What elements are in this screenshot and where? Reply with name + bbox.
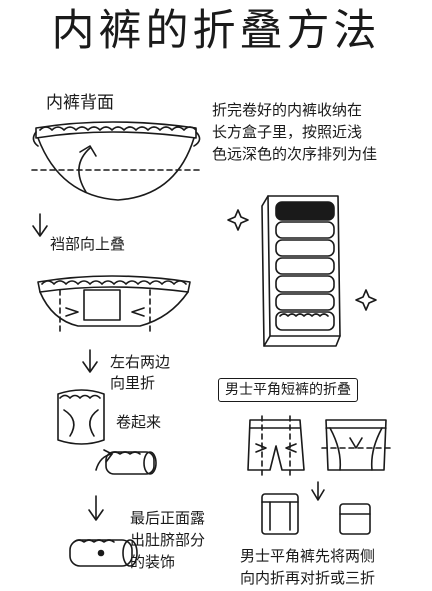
arrow-down-icon	[311, 481, 325, 501]
boxer-heading: 男士平角短裤的折叠	[218, 378, 358, 402]
crotch-fold-label: 裆部向上叠	[50, 235, 126, 253]
boxer-result-drawing	[339, 503, 371, 535]
boxer-line2: 向内折再对折或三折	[240, 569, 376, 587]
arrow-down-icon	[82, 349, 98, 373]
storage-box-drawing	[261, 195, 341, 347]
boxer-result-drawing	[261, 493, 299, 535]
page-title: 内裤的折叠方法	[51, 6, 381, 56]
sides-fold-line2: 向里折	[110, 374, 156, 392]
final-line2: 出肚脐部分	[130, 531, 206, 549]
sparkle-icon	[227, 209, 249, 231]
briefs-back-drawing	[31, 121, 201, 201]
final-line1: 最后正面露	[130, 509, 206, 527]
storage-tip-line2: 长方盒子里，按照近浅	[212, 123, 363, 141]
arrow-down-icon	[32, 213, 48, 237]
sides-fold-line1: 左右两边	[110, 353, 171, 371]
boxer-front-drawing	[247, 415, 305, 477]
boxer-line1: 男士平角裤先将两侧	[240, 547, 376, 565]
briefs-rolled-drawing	[105, 451, 157, 475]
roll-up-label: 卷起来	[116, 413, 162, 431]
arrow-down-icon	[88, 495, 104, 521]
back-label: 内裤背面	[46, 93, 114, 113]
storage-tip-line3: 色远深色的次序排列为佳	[212, 145, 378, 163]
final-line3: 的装饰	[130, 553, 176, 571]
sparkle-icon	[355, 289, 377, 311]
briefs-sides-folded-drawing	[57, 389, 105, 445]
briefs-crotch-folded-drawing	[37, 275, 191, 333]
storage-tip-line1: 折完卷好的内裤收纳在	[212, 101, 363, 119]
briefs-final-drawing	[69, 539, 138, 567]
boxer-folded-drawing	[321, 419, 391, 471]
